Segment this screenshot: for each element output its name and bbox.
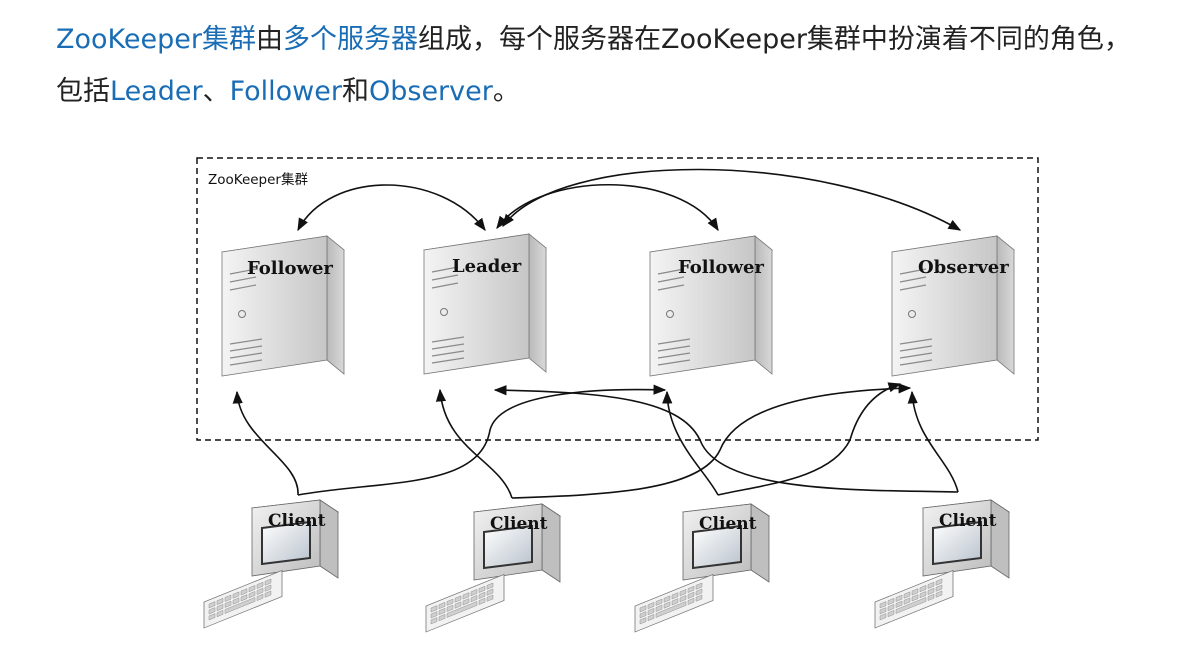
client-label: Client <box>699 514 757 534</box>
intro-text-3: 、 <box>202 76 230 107</box>
client-3-to-observer <box>717 382 902 496</box>
intro-leader: Leader <box>110 76 203 107</box>
server-follower-2: Follower <box>649 235 773 377</box>
server-leader: Leader <box>423 233 547 375</box>
zookeeper-cluster-boundary <box>196 157 1039 441</box>
server-follower-1: Follower <box>221 235 345 377</box>
sync-arrow-leader-follower-1 <box>297 184 486 232</box>
client-3-to-follower-2 <box>662 390 719 496</box>
client-2-to-leader <box>435 388 513 499</box>
cluster-label: ZooKeeper集群 <box>208 172 308 188</box>
server-label: Leader <box>452 256 522 277</box>
client-1-to-follower-2 <box>297 384 667 496</box>
intro-text-5: 。 <box>492 76 520 107</box>
client-2-to-observer <box>511 383 912 499</box>
server-label: Observer <box>918 257 1009 278</box>
client-label: Client <box>268 511 326 531</box>
client-4-to-leader <box>493 385 959 493</box>
client-1: Client <box>203 499 339 629</box>
client-4-to-observer <box>907 390 959 493</box>
client-label: Client <box>490 514 548 534</box>
intro-paragraph: ZooKeeper集群由多个服务器组成，每个服务器在ZooKeeper集群中扮演… <box>56 14 1156 118</box>
intro-follower: Follower <box>229 76 342 107</box>
client-4: Client <box>874 499 1010 629</box>
server-label: Follower <box>678 257 764 278</box>
client-3: Client <box>634 503 770 633</box>
client-1-to-follower-1 <box>232 390 299 496</box>
intro-text-4: 和 <box>341 76 369 107</box>
sync-arrow-leader-observer <box>502 168 962 231</box>
intro-multiple-servers: 多个服务器 <box>282 24 418 55</box>
client-2: Client <box>425 503 561 633</box>
intro-text-1: 由 <box>255 24 283 55</box>
client-label: Client <box>939 511 997 531</box>
intro-observer: Observer <box>368 76 493 107</box>
sync-arrow-leader-follower-2 <box>496 184 719 232</box>
server-label: Follower <box>247 258 333 279</box>
server-observer: Observer <box>891 235 1015 377</box>
intro-text-2: 组成，每个服务器在ZooKeeper集群中扮演着不同的角色，包括 <box>56 24 1131 107</box>
intro-zookeeper-cluster: ZooKeeper集群 <box>56 24 256 55</box>
